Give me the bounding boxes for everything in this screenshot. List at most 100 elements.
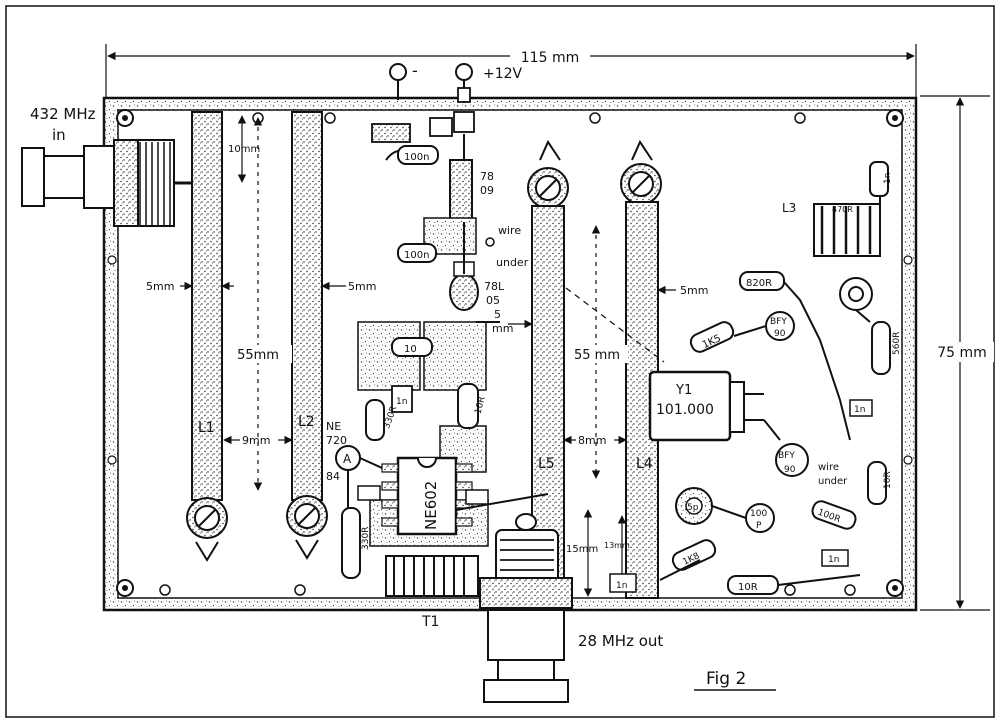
- reg-78l05-line2: 05: [486, 294, 500, 307]
- bfy90-bot-line2: 90: [784, 465, 796, 475]
- dim-gap-l5: 5: [494, 308, 501, 321]
- cap-1n-right-top-label: 1n: [883, 173, 893, 184]
- bfy90-top-line1: BFY: [770, 317, 787, 327]
- input-label-line2: in: [52, 126, 66, 144]
- resistor-10r-vertical: [457, 383, 479, 429]
- wire-under-2-line2: under: [818, 476, 848, 487]
- r330-bottom-label: 330R: [361, 527, 371, 550]
- resistor-10-label: 10: [404, 344, 417, 355]
- dim-line-len-right: 55 mm: [574, 348, 620, 363]
- supply-positive-label: +12V: [483, 66, 523, 82]
- ne720-line2: 720: [326, 434, 347, 447]
- output-label: 28 MHz out: [578, 632, 663, 650]
- dashed-link: [565, 287, 665, 363]
- dim-spacing-l5-l4: 8mm: [578, 434, 606, 447]
- r10r-bottom-label: 10R: [738, 582, 758, 593]
- figure-caption: Fig 2: [694, 669, 776, 691]
- trimmer-5p: [675, 487, 713, 525]
- resistor-10: [391, 337, 433, 357]
- dim-gap-l5-unit: mm: [492, 322, 513, 335]
- input-bnc-connector: [21, 139, 207, 227]
- stripline-l1: [186, 111, 228, 562]
- ic-ne602-label: NE602: [422, 481, 440, 530]
- output-bnc-connector: [479, 577, 573, 703]
- label-l4: L4: [636, 456, 653, 472]
- capacitor-1n-small: [391, 385, 413, 413]
- label-l3: L3: [782, 201, 796, 215]
- caption-text: Fig 2: [706, 669, 746, 689]
- r560-label: 560R: [892, 332, 902, 355]
- supply-negative-label: -: [412, 61, 418, 80]
- dim-spacing-l1-l2: 9mm: [242, 434, 270, 447]
- cap-100n-mid-label: 100n: [404, 250, 429, 261]
- reg-78l05-line1: 78L: [484, 280, 505, 293]
- bfy90-top-line2: 90: [774, 329, 786, 339]
- resistor-820r: [739, 271, 785, 291]
- resistor-330r-bottom: [341, 507, 361, 579]
- ne720-line3: 84: [326, 470, 340, 483]
- label-l2: L2: [298, 414, 315, 430]
- cap-1n-small-label: 1n: [396, 397, 407, 407]
- ic-bypass-caps: [357, 485, 489, 505]
- transformer-t1: [385, 555, 479, 597]
- stripline-l4: [620, 139, 662, 599]
- width-dimension: 115 mm: [105, 44, 917, 100]
- r470-label: 470R: [832, 205, 853, 214]
- width-label: 115 mm: [521, 50, 579, 66]
- trimmer-5p-label: 5p: [687, 503, 699, 513]
- supply-terminals: - +12V: [389, 61, 523, 103]
- transistor-ne720: A: [335, 445, 361, 471]
- reg-78-09-line2: 09: [480, 184, 494, 197]
- wire-under-1-line2: under: [496, 256, 529, 269]
- transistor-bfy90-bottom: [775, 443, 809, 477]
- crystal-y1: [648, 370, 764, 442]
- reg-78-09-line1: 78: [480, 170, 494, 183]
- cap-100n-top-label: 100n: [404, 152, 429, 163]
- mounting-holes: [107, 109, 913, 597]
- internal-dimensions: 10mm 5mm 5mm 55mm 9mm 5 mm 55 mm 8mm 5mm…: [146, 115, 708, 597]
- input-label-line1: 432 MHz: [30, 105, 96, 123]
- wire-under-2-line1: wire: [818, 462, 839, 473]
- resistor-1k8: [671, 539, 717, 571]
- label-l5: L5: [538, 456, 555, 472]
- cap-1n-right-mid-label: 1n: [854, 405, 865, 415]
- dim-stub-15: 15mm: [566, 544, 598, 555]
- cap-100p-line1: 100: [750, 509, 767, 519]
- traces: [347, 134, 881, 586]
- r10r-vert-label: 10R: [473, 396, 487, 416]
- cap-100p-line2: P: [756, 521, 762, 531]
- crystal-y1-label: Y1: [675, 383, 692, 398]
- cap-1n-left-bottom-label: 1n: [616, 581, 627, 591]
- output-coil: [495, 513, 559, 589]
- cap-1n-bottom-label: 1n: [828, 555, 839, 565]
- capacitor-100n-mid: [397, 243, 437, 263]
- resistor-1k5: [689, 321, 735, 353]
- dim-gap-l2: 5mm: [348, 280, 376, 293]
- ne720-line1: NE: [326, 420, 341, 433]
- dim-gap-l4: 5mm: [680, 284, 708, 297]
- dim-gap-left: 5mm: [146, 280, 174, 293]
- dim-top-gap: 10mm: [228, 144, 260, 155]
- bottom-caps: [609, 549, 849, 593]
- ic-ne602: [381, 456, 473, 536]
- r820-label: 820R: [746, 278, 772, 289]
- coil-l3: [813, 203, 881, 311]
- resistor-100r: [811, 500, 857, 530]
- label-t1: T1: [421, 614, 439, 630]
- stripline-l2: [286, 111, 328, 560]
- r10r-right-label: 10R: [883, 471, 893, 489]
- right-column-parts: [849, 161, 891, 505]
- wire-under-1-line1: wire: [498, 224, 521, 237]
- dim-stub-13: 13mm: [604, 541, 630, 550]
- bfy90-bot-line1: BFY: [778, 451, 795, 461]
- dim-line-len-left: 55mm: [237, 348, 279, 363]
- label-l1: L1: [198, 420, 215, 436]
- resistor-330r-top: [365, 399, 385, 441]
- svg-text:A: A: [343, 452, 352, 466]
- crystal-freq-label: 101.000: [656, 402, 714, 418]
- height-dimension: 75 mm: [920, 95, 994, 611]
- capacitor-100n-top: [371, 117, 453, 165]
- height-label: 75 mm: [937, 345, 987, 361]
